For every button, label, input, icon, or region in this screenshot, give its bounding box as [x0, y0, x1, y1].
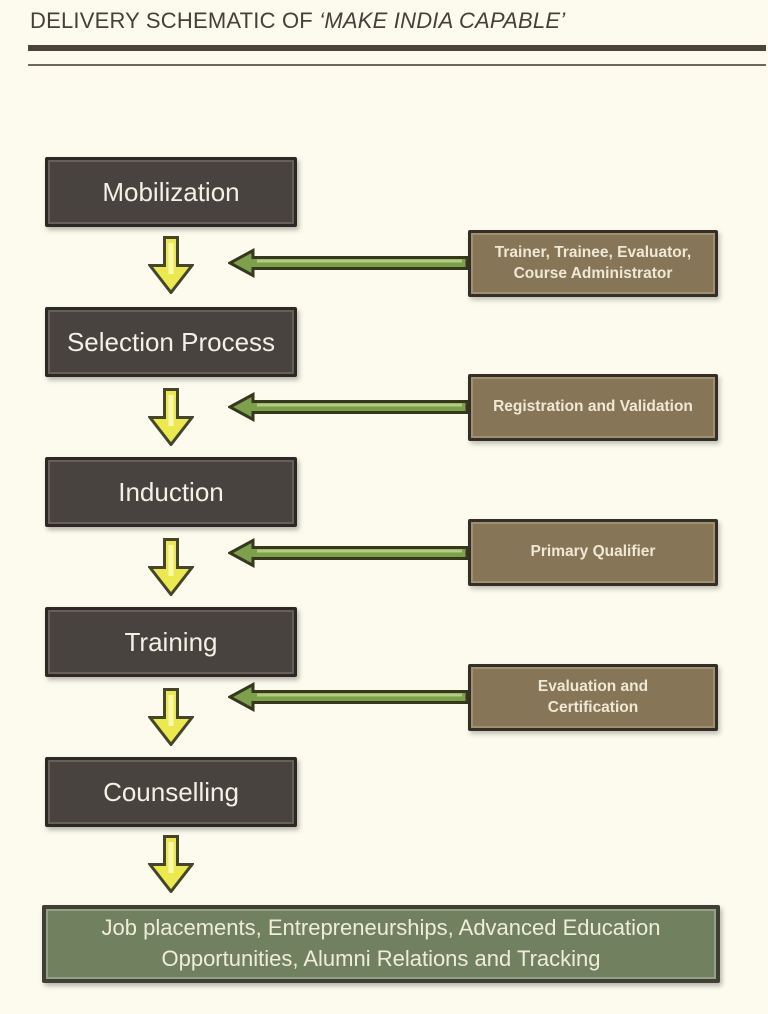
- input-label: Primary Qualifier: [530, 543, 656, 561]
- stage-label: Selection Process: [66, 326, 276, 357]
- down-arrow-icon: [148, 835, 194, 893]
- input-box-primary-qualifier: Primary Qualifier: [468, 519, 718, 586]
- down-arrow-icon: [148, 538, 194, 596]
- outcome-box: Job placements, Entrepreneurships, Advan…: [42, 905, 720, 983]
- stage-label: Training: [124, 626, 218, 657]
- left-arrow-icon: [228, 392, 468, 422]
- stage-box-mobilization: Mobilization: [45, 157, 297, 227]
- input-box-trainer-trainee-evaluator: Trainer, Trainee, Evaluator, Course Admi…: [468, 230, 718, 297]
- input-label: Registration and Validation: [493, 398, 693, 416]
- stage-label: Mobilization: [102, 176, 240, 207]
- stage-box-induction: Induction: [45, 457, 297, 527]
- input-box-registration-validation: Registration and Validation: [468, 374, 718, 441]
- left-arrow-icon: [228, 538, 468, 568]
- input-box-evaluation-certification: Evaluation and Certification: [468, 664, 718, 731]
- outcome-label: Job placements, Entrepreneurships, Advan…: [101, 915, 661, 971]
- stage-box-selection-process: Selection Process: [45, 307, 297, 377]
- title-rule-thick: [28, 45, 766, 51]
- down-arrow-icon: [148, 688, 194, 746]
- input-label: Trainer, Trainee, Evaluator, Course Admi…: [494, 243, 692, 282]
- page-title: DELIVERY SCHEMATIC OF ‘MAKE INDIA CAPABL…: [30, 8, 565, 34]
- title-rule-thin: [28, 64, 766, 66]
- page-title-quoted: ‘MAKE INDIA CAPABLE’: [319, 8, 566, 33]
- input-label: Evaluation and Certification: [537, 677, 649, 716]
- left-arrow-icon: [228, 682, 468, 712]
- down-arrow-icon: [148, 236, 194, 294]
- stage-label: Counselling: [103, 776, 239, 807]
- down-arrow-icon: [148, 388, 194, 446]
- page-title-normal: DELIVERY SCHEMATIC OF: [30, 8, 320, 33]
- stage-label: Induction: [118, 476, 224, 507]
- left-arrow-icon: [228, 248, 468, 278]
- stage-box-training: Training: [45, 607, 297, 677]
- stage-box-counselling: Counselling: [45, 757, 297, 827]
